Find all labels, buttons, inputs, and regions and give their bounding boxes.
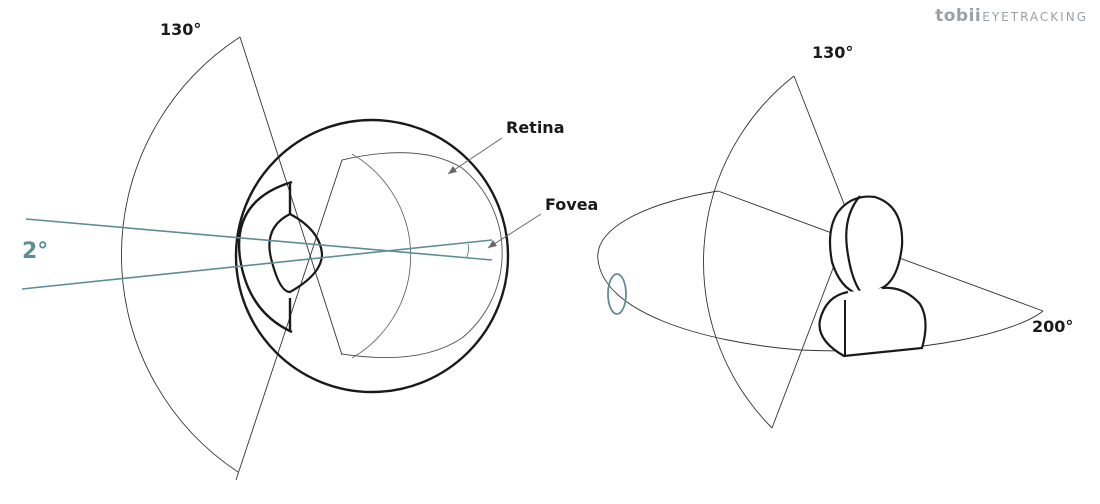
head-outline [828,195,904,296]
foveal-ray-upper [25,218,493,261]
fovea-label: Fovea [545,195,599,214]
horizontal-field-ellipse [597,190,1044,352]
retina-label: Retina [506,118,565,137]
head-horizontal-angle-label: 200° [1032,317,1074,336]
eye-position-marker [607,273,627,315]
logo-brand: tobii [935,6,982,26]
vertical-field-lower-line [771,249,841,429]
retina-leader [447,137,503,175]
retina-leader-arrow [448,166,457,174]
retina-outer-layer [341,152,503,359]
fovea-leader [487,213,542,249]
vertical-field-arc [703,75,795,429]
head-profile-line [845,195,863,295]
head-diagram [597,75,1044,429]
foveal-angle-label: 2° [22,239,49,264]
eye-diagram [21,36,542,481]
foveal-angle-arc [465,243,470,259]
eyeball-outline [234,118,510,394]
foveal-ray-lower [21,239,493,290]
eye-field-arc [121,36,241,473]
fovea-leader-arrow [488,240,497,248]
logo-product: EYETRACKING [982,10,1088,24]
lens [268,212,324,294]
torso-outline [818,286,927,358]
retina-inner-layer [351,153,412,359]
cornea [237,180,293,334]
eye-field-angle-label: 130° [160,20,202,39]
tobii-logo: tobiiEYETRACKING [935,8,1088,25]
head-vertical-angle-label: 130° [812,43,854,62]
